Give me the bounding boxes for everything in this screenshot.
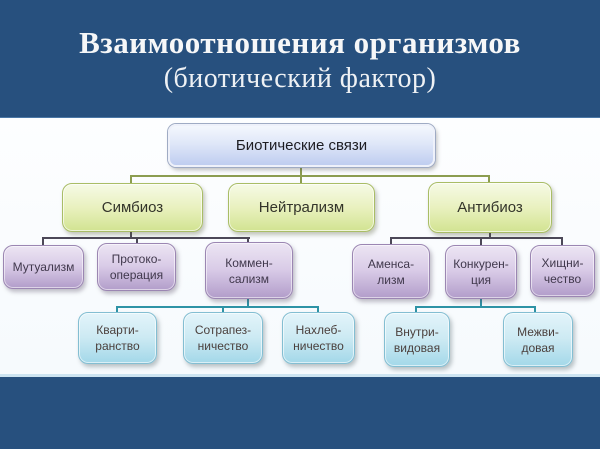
connector-commensalism-stub [247,237,249,243]
node-biotic-links: Биотические связи [168,124,435,167]
connector-lodging-stub [116,306,118,313]
slide-header: Взаимоотношения организмов (биотический … [0,0,600,118]
connector-cofeeding-stub [222,306,224,313]
node-neutralism: Нейтрализм [228,183,375,232]
node-cofeeding: Сотрапез- ничество [183,312,263,364]
connector-symbiosis-down [130,231,132,239]
connector-antibiosis-down [489,232,491,239]
connector-competition-down [480,298,482,308]
node-predation: Хищни- чество [530,245,595,297]
node-commensalism: Коммен- сализм [205,242,293,299]
connector-antibiosis-stub [488,175,490,183]
node-competition: Конкурен- ция [445,245,517,299]
node-mutualism: Мутуализм [3,245,84,289]
slide-subtitle: (биотический фактор) [163,62,437,94]
connector-competition-stub [480,237,482,246]
node-lodging: Кварти- ранство [78,312,157,364]
connector-interspecific-stub [534,306,536,313]
node-freeloading: Нахлеб- ничество [282,312,355,364]
node-interspecific: Межви- довая [503,312,573,367]
connector-antibiosis-children-horizontal [390,237,563,239]
node-antibiosis: Антибиоз [428,182,552,233]
connector-mutualism-stub [42,237,44,246]
connector-intraspecific-stub [415,306,417,313]
connector-competition-children-horizontal [415,306,535,308]
slide-footer [0,374,600,449]
org-chart: Биотические связи Симбиоз Нейтрализм Ант… [0,118,600,374]
connector-symbiosis-children-horizontal [42,237,250,239]
node-protocooperation: Протоко- операция [97,243,176,291]
connector-amensalism-stub [390,237,392,245]
connector-commensalism-down [247,298,249,308]
connector-symbiosis-stub [130,175,132,184]
connector-predation-stub [561,237,563,246]
connector-freeloading-stub [317,306,319,313]
node-intraspecific: Внутри- видовая [384,312,450,367]
connector-level2-horizontal [130,175,490,177]
slide-title: Взаимоотношения организмов [79,24,521,60]
node-amensalism: Аменса- лизм [352,244,430,299]
connector-commensalism-children-horizontal [116,306,319,308]
connector-protocooperation-stub [136,237,138,244]
node-symbiosis: Симбиоз [62,183,203,232]
